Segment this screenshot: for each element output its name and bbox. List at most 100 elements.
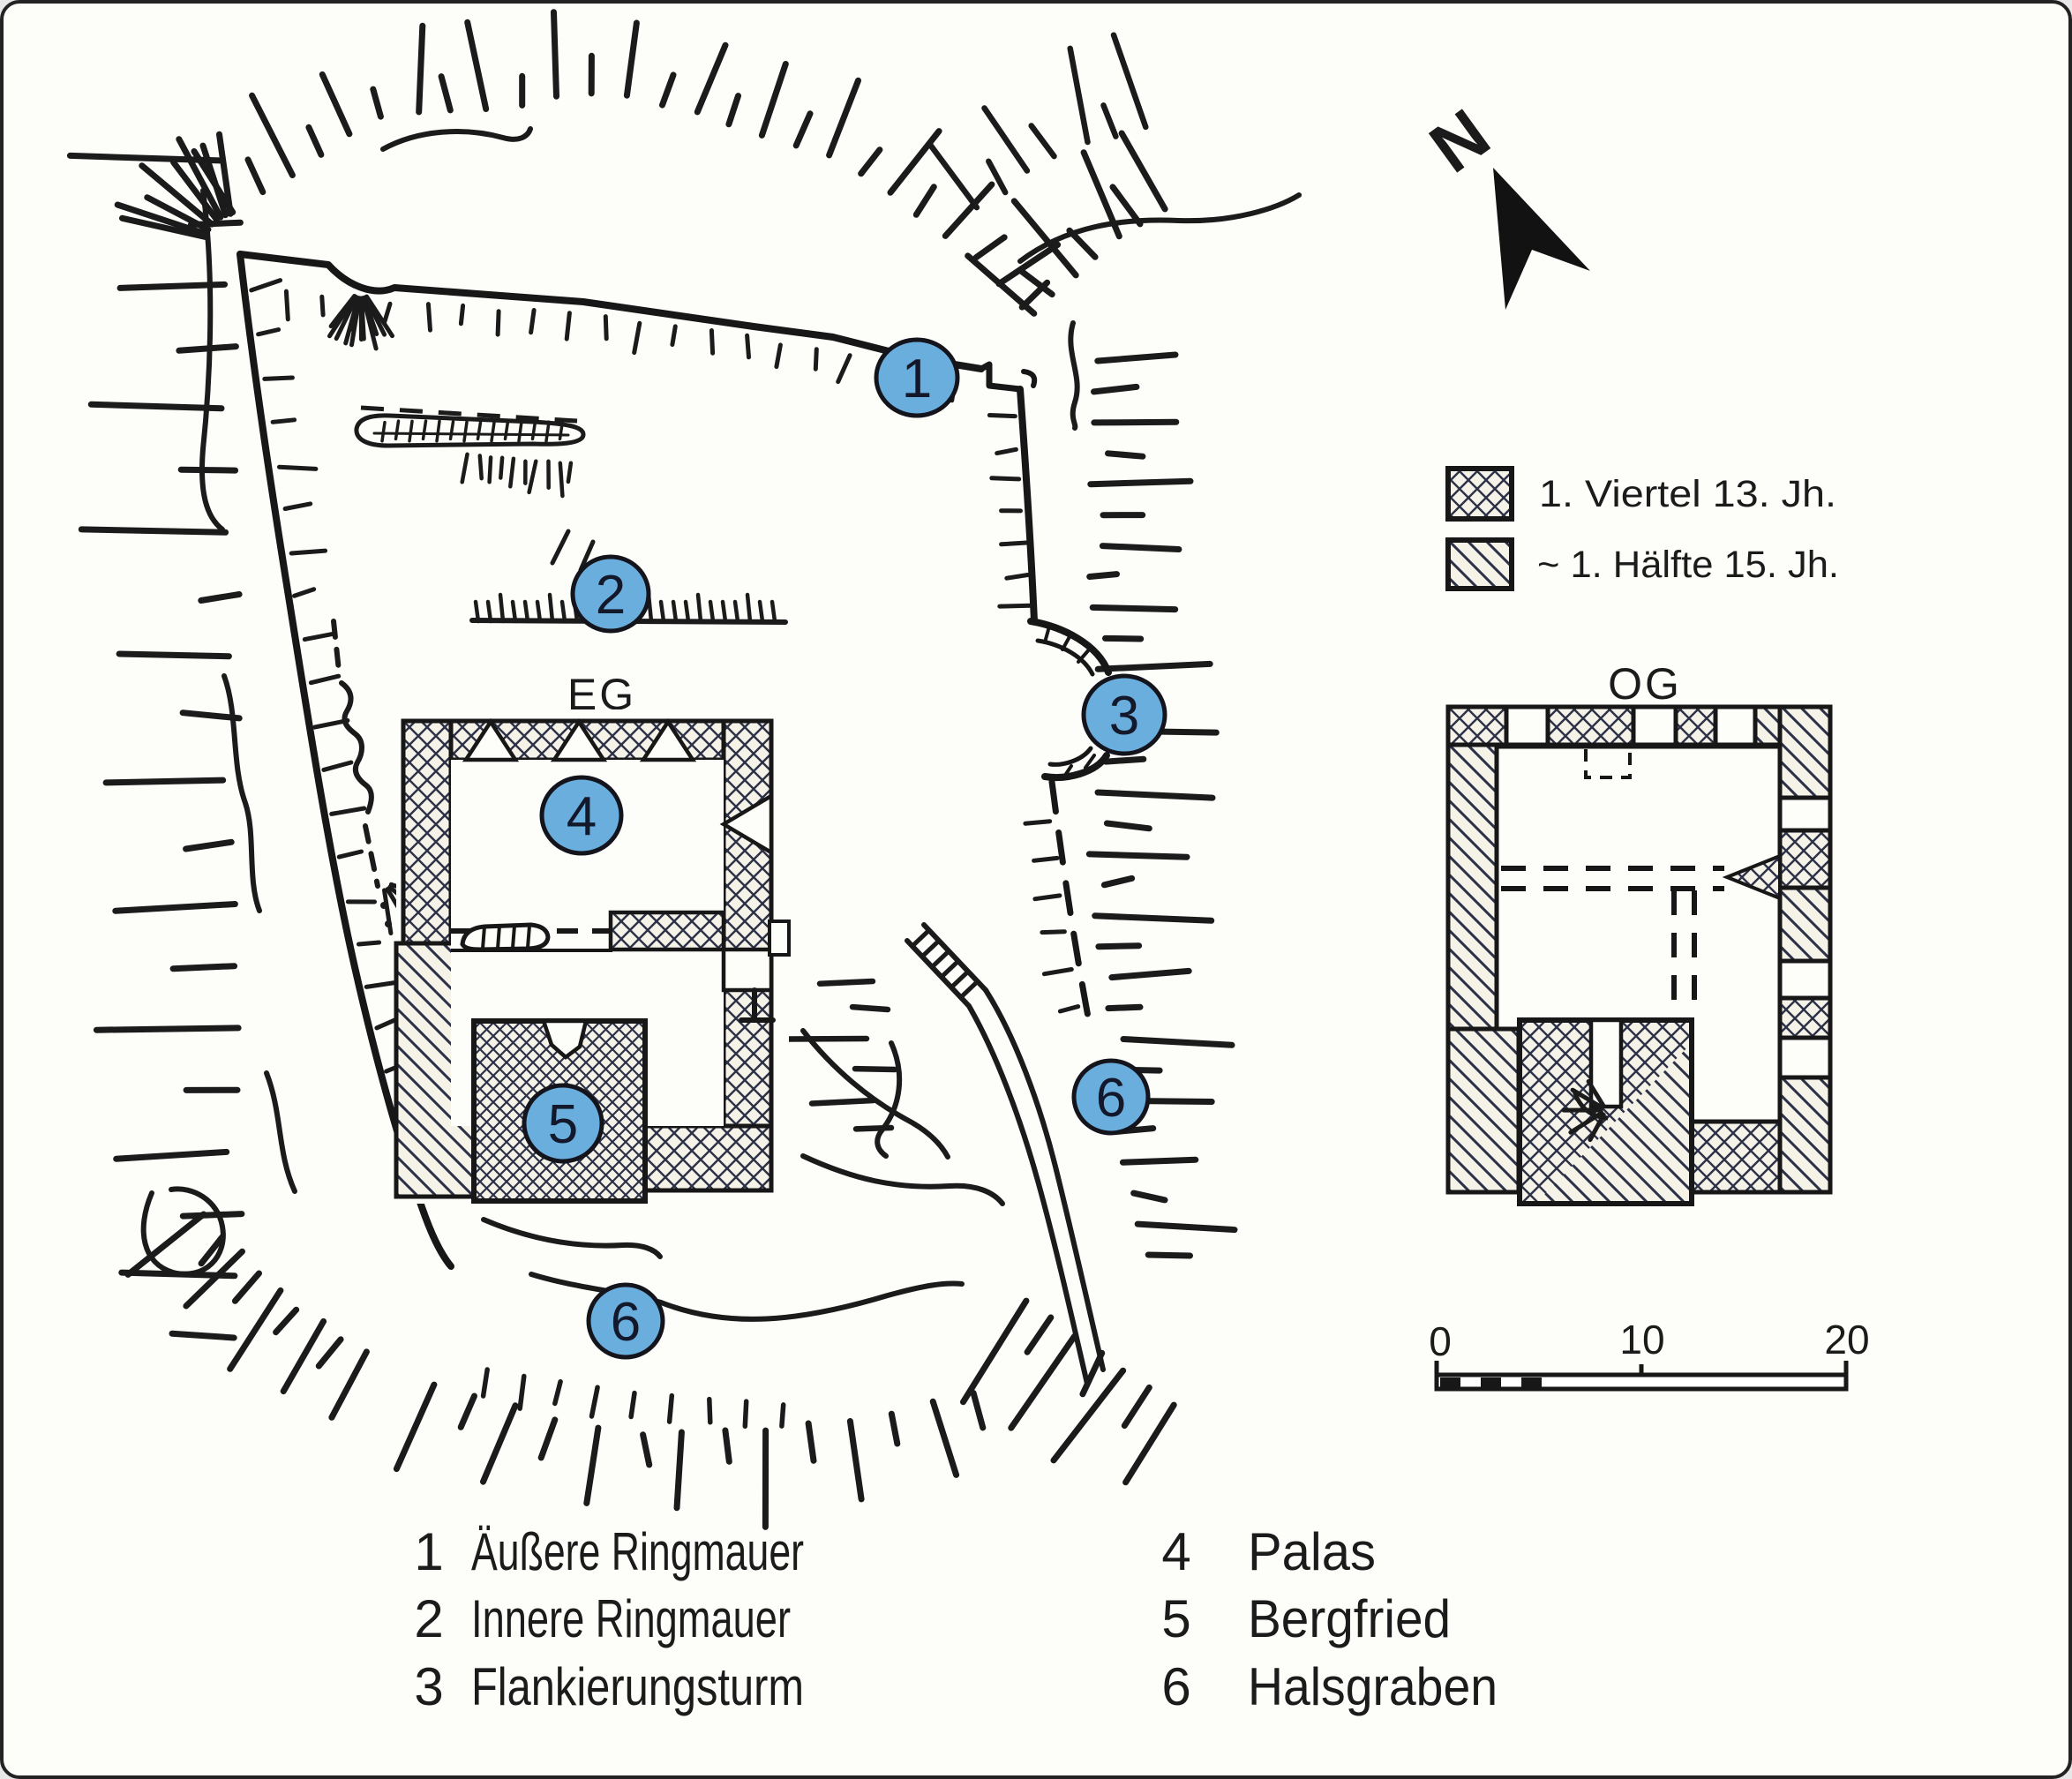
hachure-stroke [380,420,387,443]
hachure-stroke [666,1392,675,1424]
hachure-stroke [583,1424,602,1506]
hachure-stroke [779,1402,786,1429]
hachure-stroke [757,599,765,624]
hachure-stroke [216,131,234,217]
legend-label: ~ 1. Hälfte 15. Jh. [1537,544,1839,586]
hachure-stroke [929,1398,960,1478]
legend-swatch-crosshatch [1445,466,1514,522]
map-marker-1: 1 [874,337,960,418]
og-dashed-partition-v [1671,890,1697,1005]
hachure-stroke [244,156,267,196]
key-number: 1 [414,1522,443,1581]
hachure-stroke [529,308,537,335]
hachure-stroke [315,1336,344,1370]
contour-line [221,673,262,913]
hachure-stroke [372,432,570,437]
contour-line [875,1040,903,1159]
hachure-stroke [695,592,703,624]
hachure-stroke [707,1396,713,1425]
stray-tick [550,529,596,573]
marker-circle [522,1083,604,1164]
hachure-stroke [280,1317,327,1395]
hachure-stroke [282,501,313,511]
marker-number: 3 [1109,686,1139,747]
hachure-stroke [623,19,640,99]
hachure-stroke [93,1025,242,1033]
hachure-stroke [673,1429,685,1512]
north-label: N [1416,94,1504,187]
og-right-wall-block [1777,1075,1833,1195]
flanking-tower-arc [1041,752,1110,781]
key-number: 6 [1161,1657,1190,1716]
hachure-stroke [308,673,342,686]
hachure-stroke [1089,604,1179,613]
hachure-stroke [273,1306,300,1336]
hachure-stroke [490,420,496,443]
hachure-stroke [1102,634,1145,642]
hachure-stroke [457,1392,477,1430]
og-dashed-partition-h [1501,866,1724,891]
hachure-stroke [997,603,1033,609]
hachure-stroke [986,158,1009,196]
marker-circle [570,554,651,634]
hachure-stroke [144,194,212,233]
hachure-stroke [846,1418,865,1503]
hachure-stroke [508,456,516,489]
map-marker-3: 3 [1081,673,1167,756]
north-arrow-icon [1493,168,1590,310]
hachure-stroke [438,73,454,114]
hachure-stroke [671,599,679,624]
hachure-stroke [1100,102,1119,139]
key: 1 Äußere Ringmauer 2 Innere Ringmauer 3 … [414,1522,1498,1716]
hachure-stroke [394,419,401,441]
hachure-stroke [808,1097,877,1107]
hachure-stroke [179,709,243,722]
hachure-stroke [480,1402,519,1485]
og-right-wall-block [1777,885,1833,964]
hachure-stroke [1032,893,1062,902]
ruin-stone-texture [372,419,570,443]
embrasure [639,717,697,762]
hachure-stroke [1091,383,1140,395]
hachure-stroke [1134,1220,1238,1234]
contour-line [380,126,533,152]
hachure-stroke [792,110,814,149]
path-edge [983,987,1106,1372]
embrasure [719,792,774,856]
embrasure [462,717,520,762]
hachure-stroke [256,327,282,337]
og-left-wall-widening [1445,1026,1521,1195]
key-number: 5 [1161,1589,1190,1648]
hachure-stroke [999,540,1029,547]
hachure-stroke [995,241,1062,288]
embrasure [550,717,608,762]
hachure-stroke [1092,912,1215,924]
eg-right-wall-niche [721,947,774,993]
marker-number: 4 [567,786,597,847]
marker-number: 5 [548,1094,578,1155]
hachure-stroke [183,838,235,852]
hachure-stroke [487,455,493,484]
squiggle-dot [385,920,392,927]
hachure-stroke [1094,351,1179,364]
bridge-rail [905,938,972,1009]
scale-bar: 0 10 20 [1429,1317,1870,1392]
hachure-stroke [277,464,319,471]
map-marker-6-right: 6 [1071,1058,1151,1136]
upper-floor-label: OG [1608,659,1682,709]
bergfried-entrance-notch [540,1018,589,1060]
key-label: Äußere Ringmauer [471,1522,804,1581]
north-arrow: N [1416,94,1590,310]
og-top-wall-block [1445,704,1509,747]
legend-swatch-diagonal [1445,537,1514,591]
access-path [905,922,1106,1386]
marker-number: 2 [596,565,626,626]
marker-circle [586,1282,665,1360]
upper-floor-plan: OG [1442,659,1837,1208]
scale-tick-label: 20 [1824,1317,1869,1362]
hachure-stroke [334,295,359,342]
contour-line [800,1028,950,1160]
hachure-stroke [357,940,382,947]
hachure-stroke [1032,855,1060,863]
